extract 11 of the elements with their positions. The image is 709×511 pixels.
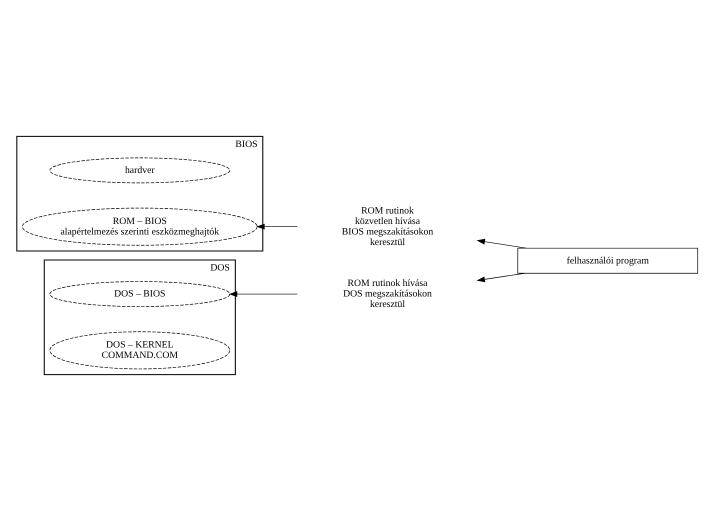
arrow xyxy=(256,224,298,230)
node-ellipse: ROM – BIOS alapértelmezés szerinti eszközmeghajtók xyxy=(22,208,258,246)
arrow xyxy=(228,291,298,297)
node-ellipse: DOS – BIOS xyxy=(49,281,230,307)
arrow xyxy=(476,238,527,249)
node-box: felhasználói program xyxy=(517,248,698,274)
node-ellipse: DOS – KERNEL COMMAND.COM xyxy=(49,331,230,370)
arrow xyxy=(476,272,526,282)
node-text: ROM rutinok hívása DOS megszakításokon keresztül xyxy=(343,278,432,310)
node-text: ROM rutinok közvetlen hívása BIOS megszakításokon keresztül xyxy=(342,206,434,248)
node-ellipse: hardver xyxy=(49,158,230,184)
